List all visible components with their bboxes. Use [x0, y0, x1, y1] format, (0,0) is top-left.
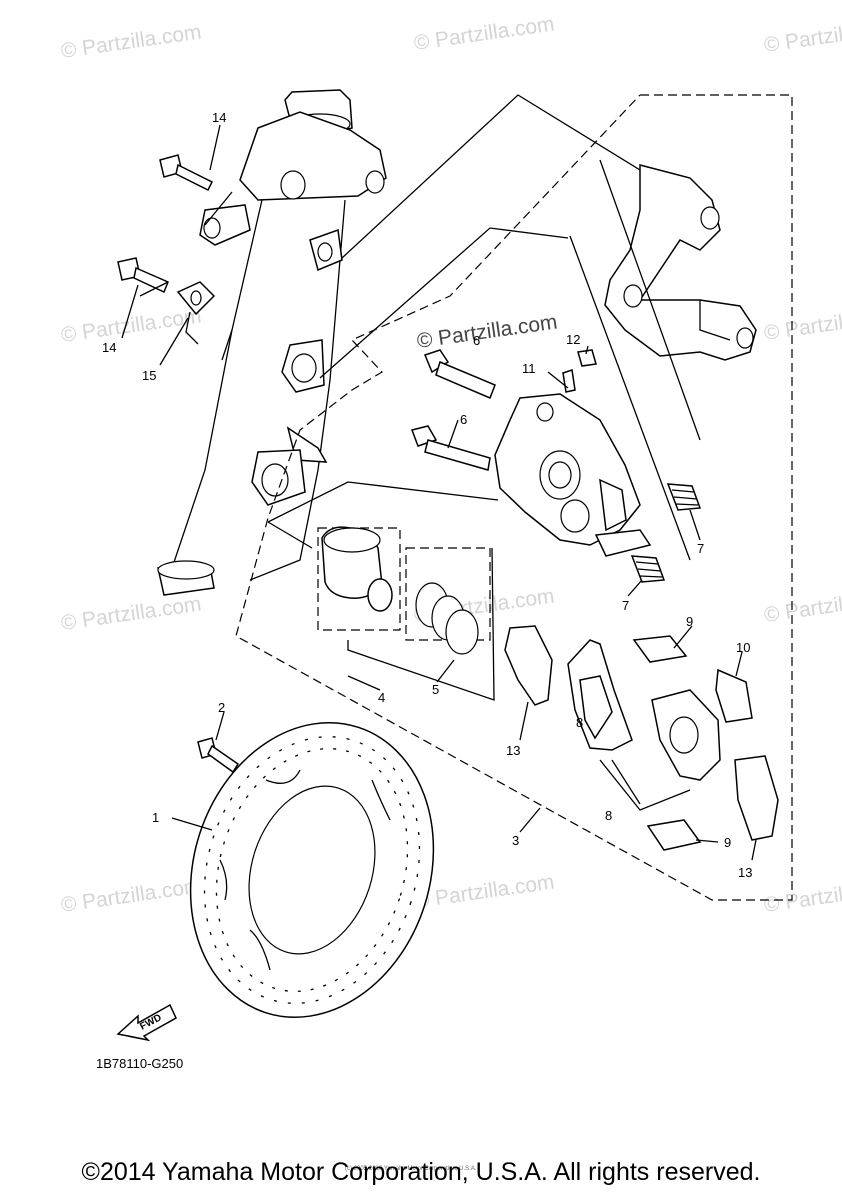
brake-pads [504, 625, 779, 851]
bleed-screw [562, 349, 597, 393]
assembly-outlines [139, 94, 793, 901]
callout-14: 14 [212, 110, 226, 125]
watermark: © Partzilla.com [59, 304, 202, 346]
callout-5: 5 [432, 682, 439, 697]
watermark: © Partzilla.com [59, 874, 202, 916]
watermark: © Partzilla.com [762, 302, 842, 344]
brake-disc [189, 722, 435, 1018]
watermark: © Partzilla.com [412, 870, 555, 912]
callout-12: 12 [566, 332, 580, 347]
fork-leg [157, 89, 387, 596]
callout-6: 6 [473, 333, 480, 348]
callout-7: 7 [697, 541, 704, 556]
caliper-body [494, 393, 652, 557]
callout-labels: 14 14 15 6 6 11 12 7 7 9 10 8 8 9 13 13 … [102, 110, 752, 880]
callout-9: 9 [686, 614, 693, 629]
small-copyright: (c) 2005-2016 Yamaha Motor Corporation, … [345, 1166, 477, 1172]
caliper-bracket [604, 164, 757, 361]
forward-arrow: FWD [116, 1003, 177, 1042]
seal-kit [405, 547, 491, 655]
callout-2: 2 [218, 700, 225, 715]
callout-15: 15 [142, 368, 156, 383]
watermark: © Partzilla.com [59, 20, 202, 62]
callout-3: 3 [512, 833, 519, 848]
slide-pins [411, 349, 496, 471]
callout-13: 13 [506, 743, 520, 758]
watermark-overlay: © Partzilla.com [415, 310, 558, 352]
callout-10: 10 [736, 640, 750, 655]
watermark-layer: © Partzilla.com © Partzilla.com © Partzi… [59, 12, 842, 916]
diagram-code: 1B78110-G250 [96, 1056, 183, 1071]
watermark: © Partzilla.com [762, 874, 842, 916]
watermark: © Partzilla.com [59, 592, 202, 634]
callout-8: 8 [576, 715, 583, 730]
callout-13: 13 [738, 865, 752, 880]
copyright-footer: ©2014 Yamaha Motor Corporation, U.S.A. A… [81, 1158, 761, 1186]
watermark: © Partzilla.com [412, 12, 555, 54]
piston-kit [317, 526, 401, 631]
callout-7: 7 [622, 598, 629, 613]
callout-6: 6 [460, 412, 467, 427]
bolts [117, 154, 240, 774]
callout-9: 9 [724, 835, 731, 850]
callout-14: 14 [102, 340, 116, 355]
callout-11: 11 [522, 361, 536, 376]
callout-1: 1 [152, 810, 159, 825]
callout-8: 8 [605, 808, 612, 823]
callout-4: 4 [378, 690, 385, 705]
springs [630, 483, 702, 583]
watermark: © Partzilla.com [762, 14, 842, 56]
watermark: © Partzilla.com [762, 584, 842, 626]
callout-leaders [121, 124, 757, 861]
